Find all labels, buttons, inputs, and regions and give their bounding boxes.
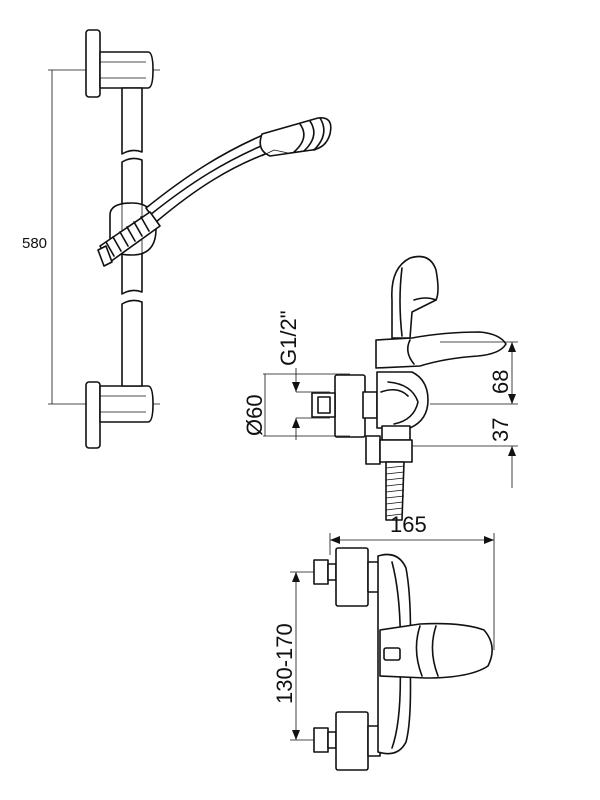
cartridge-cap <box>391 255 439 339</box>
width-label: 165 <box>390 512 427 537</box>
inlet-spacing-label: 130-170 <box>272 623 297 704</box>
lever-side <box>375 331 507 369</box>
diameter-label: Ø60 <box>242 394 267 436</box>
lever-front <box>379 622 493 679</box>
outlet-elbow <box>381 425 411 441</box>
wall-cover <box>334 374 366 438</box>
lever-height-label: 68 <box>488 370 513 394</box>
outlet-offset-label: 37 <box>488 418 513 442</box>
rail-height-label: 580 <box>22 235 47 252</box>
top-wall-bracket <box>85 29 154 98</box>
mixer-side-view: Ø60 G1/2" 68 37 <box>242 255 518 521</box>
shower-rail-view: 580 <box>22 29 332 449</box>
mixer-front-view: 165 130-170 <box>272 512 495 771</box>
top-inlet <box>313 547 381 607</box>
hand-shower <box>97 117 332 267</box>
bottom-wall-bracket <box>85 381 154 449</box>
thread-label: G1/2" <box>276 310 301 366</box>
mixer-body-side <box>376 371 429 429</box>
bottom-inlet <box>313 711 381 771</box>
hose <box>385 461 405 521</box>
